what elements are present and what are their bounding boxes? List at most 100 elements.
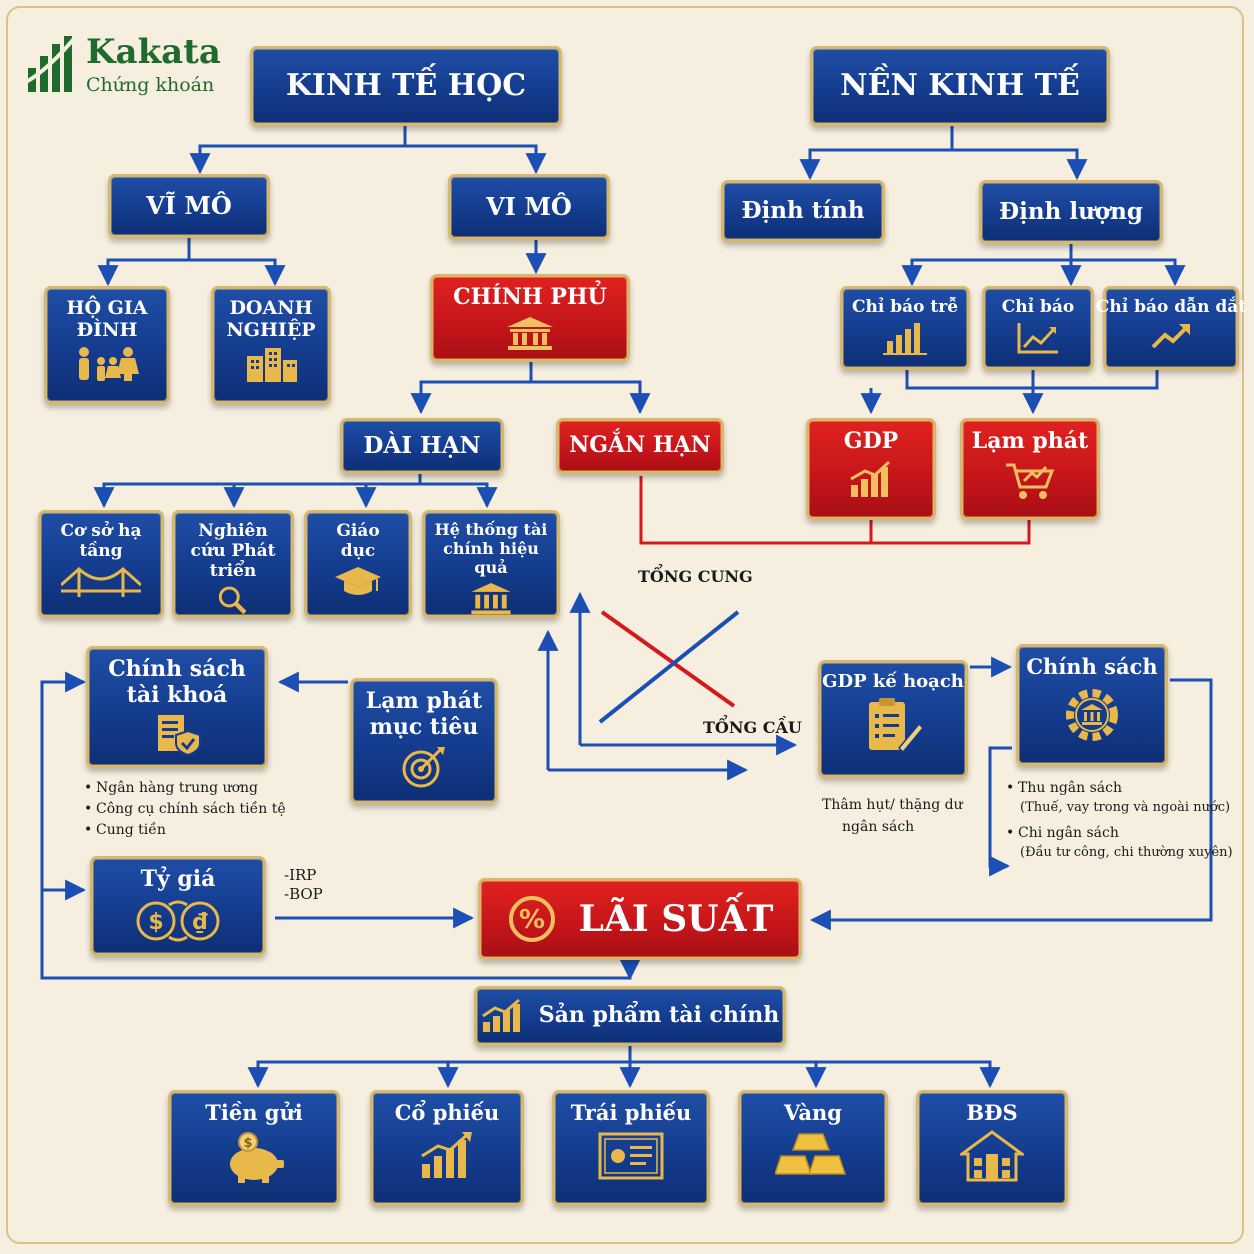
node-kinh-te-hoc[interactable]: KINH TẾ HỌC	[250, 46, 562, 126]
line-chart-icon	[1017, 323, 1058, 354]
node-he-thong-tai-chinh[interactable]: Hệ thống tài chính hiệu quả	[422, 510, 560, 618]
node-label: NỀN KINH TẾ	[840, 68, 1080, 104]
node-dinh-luong[interactable]: Định lượng	[979, 180, 1163, 244]
bullet-item: •Chi ngân sách	[1006, 825, 1119, 841]
document-shield-icon	[158, 714, 201, 755]
node-nen-kinh-te[interactable]: NỀN KINH TẾ	[810, 46, 1110, 126]
currency-exchange-icon: $ ₫	[136, 900, 220, 942]
node-label: Sản phẩm tài chính	[538, 1002, 780, 1029]
growth-chart-icon	[850, 460, 891, 497]
bullet-item-sub: (Đầu tư công, chi thường xuyên)	[1020, 845, 1233, 860]
trend-up-icon	[1151, 324, 1190, 349]
node-label: Chính sách	[1026, 654, 1158, 679]
gold-bars-icon	[775, 1133, 847, 1175]
node-label: Định lượng	[999, 198, 1143, 226]
logo-subtitle: Chứng khoán	[86, 74, 215, 96]
node-label: DÀI HẠN	[363, 432, 481, 460]
node-ty-gia[interactable]: Tỷ giá $ ₫	[90, 856, 266, 956]
budget-bullet-list: •Thu ngân sách (Thuế, vay trong và ngoài…	[1006, 778, 1233, 863]
svg-text:$: $	[148, 910, 163, 935]
node-trai-phieu[interactable]: Trái phiếu	[552, 1090, 710, 1206]
node-giao-duc[interactable]: Giáo dục	[304, 510, 412, 618]
node-dinh-tinh[interactable]: Định tính	[721, 180, 885, 242]
node-chi-bao-dan-dat[interactable]: Chỉ báo dẫn dắt	[1096, 286, 1246, 370]
bullet-item: •Công cụ chính sách tiền tệ	[84, 801, 286, 817]
supply-curve	[600, 610, 736, 708]
node-label: Cơ sở hạ tầng	[60, 521, 142, 562]
budget-line: ngân sách	[842, 819, 915, 835]
clipboard-pencil-icon	[869, 698, 923, 754]
percent-icon: %	[508, 896, 555, 942]
aggregate-supply-label: TỔNG CUNG	[638, 567, 753, 586]
node-chinh-phu[interactable]: CHÍNH PHỦ	[430, 274, 630, 362]
logo-name: Kakata	[86, 32, 221, 72]
node-label: Vàng	[784, 1100, 842, 1125]
node-label: NGẮN HẠN	[569, 432, 711, 459]
node-label: Chỉ báo dẫn dắt	[1095, 297, 1247, 317]
node-lam-phat-muc-tieu[interactable]: Lạm phát mục tiêu	[350, 678, 498, 804]
gear-bank-icon	[1066, 688, 1118, 741]
node-label: Định tính	[741, 197, 865, 225]
node-chinh-sach-tai-khoa[interactable]: Chính sách tài khoá	[86, 646, 268, 768]
node-ngan-han[interactable]: NGẮN HẠN	[556, 418, 724, 474]
fiscal-bullet-list: •Ngân hàng trung ương •Công cụ chính sác…	[84, 778, 286, 841]
node-ho-gia-dinh[interactable]: HỘ GIA ĐÌNH	[44, 286, 170, 404]
node-chi-bao[interactable]: Chỉ báo	[982, 286, 1094, 370]
svg-text:%: %	[519, 905, 545, 935]
svg-text:₫: ₫	[192, 910, 208, 935]
node-label: Chính sách tài khoá	[108, 656, 246, 708]
target-icon	[402, 746, 445, 788]
node-co-phieu[interactable]: Cổ phiếu	[370, 1090, 524, 1206]
node-label: Hệ thống tài chính hiệu quả	[434, 520, 548, 577]
node-dai-han[interactable]: DÀI HẠN	[340, 418, 504, 474]
chart-growth-icon	[481, 998, 520, 1032]
node-nghien-cuu[interactable]: Nghiên cứu Phát triển	[172, 510, 294, 618]
node-label: LÃI SUẤT	[578, 897, 774, 940]
bullet-item: •Ngân hàng trung ương	[84, 780, 259, 796]
house-icon	[960, 1129, 1024, 1182]
node-label: Chỉ báo trễ	[851, 297, 959, 317]
aggregate-demand-label: TỔNG CẦU	[703, 718, 802, 737]
family-icon	[79, 346, 139, 381]
node-san-pham-tai-chinh[interactable]: Sản phẩm tài chính	[474, 986, 786, 1046]
node-tien-gui[interactable]: Tiền gửi $	[168, 1090, 340, 1206]
demand-curve	[598, 610, 740, 724]
kakata-logo[interactable]: Kakata Chứng khoán	[26, 30, 226, 100]
node-vang[interactable]: Vàng	[738, 1090, 888, 1206]
node-chinh-sach[interactable]: Chính sách	[1016, 644, 1168, 766]
node-co-so-ha-tang[interactable]: Cơ sở hạ tầng	[38, 510, 164, 618]
node-label: VĨ MÔ	[146, 190, 232, 220]
node-label: HỘ GIA ĐÌNH	[66, 297, 148, 342]
bullet-item-sub: (Thuế, vay trong và ngoài nước)	[1020, 800, 1231, 815]
stock-chart-icon	[421, 1131, 472, 1178]
node-vi-mo-macro[interactable]: VĨ MÔ	[108, 174, 270, 238]
bar-chart-logo-icon	[26, 32, 80, 92]
node-gdp-ke-hoach[interactable]: GDP kế hoạch	[818, 660, 968, 778]
node-lam-phat[interactable]: Lạm phát	[960, 418, 1100, 520]
irp-bop-label: -IRP -BOP	[284, 866, 323, 904]
magnifier-icon	[218, 586, 247, 615]
node-label: Trái phiếu	[570, 1100, 692, 1125]
node-label: Tiền gửi	[205, 1100, 303, 1125]
shopping-cart-icon	[1006, 463, 1055, 499]
node-label: VI MÔ	[486, 191, 572, 221]
node-chi-bao-tre[interactable]: Chỉ báo trễ	[840, 286, 970, 370]
node-label: KINH TẾ HỌC	[285, 68, 527, 104]
graduation-cap-icon	[335, 567, 381, 596]
page-frame	[6, 6, 1244, 1244]
svg-text:$: $	[243, 1136, 252, 1151]
node-label: Nghiên cứu Phát triển	[190, 521, 276, 582]
node-label: Lạm phát mục tiêu	[365, 688, 483, 740]
node-label: DOANH NGHIỆP	[226, 297, 316, 342]
node-vi-mo-micro[interactable]: VI MÔ	[448, 174, 610, 240]
node-bds[interactable]: BĐS	[916, 1090, 1068, 1206]
budget-deficit-label: Thâm hụt/ thặng dư ngân sách	[822, 794, 963, 838]
node-gdp[interactable]: GDP	[806, 418, 936, 520]
bank-icon	[471, 582, 511, 615]
node-lai-suat[interactable]: % LÃI SUẤT	[478, 878, 802, 960]
government-building-icon	[507, 316, 553, 350]
node-doanh-nghiep[interactable]: DOANH NGHIỆP	[211, 286, 331, 404]
bop-label: -BOP	[284, 885, 323, 903]
